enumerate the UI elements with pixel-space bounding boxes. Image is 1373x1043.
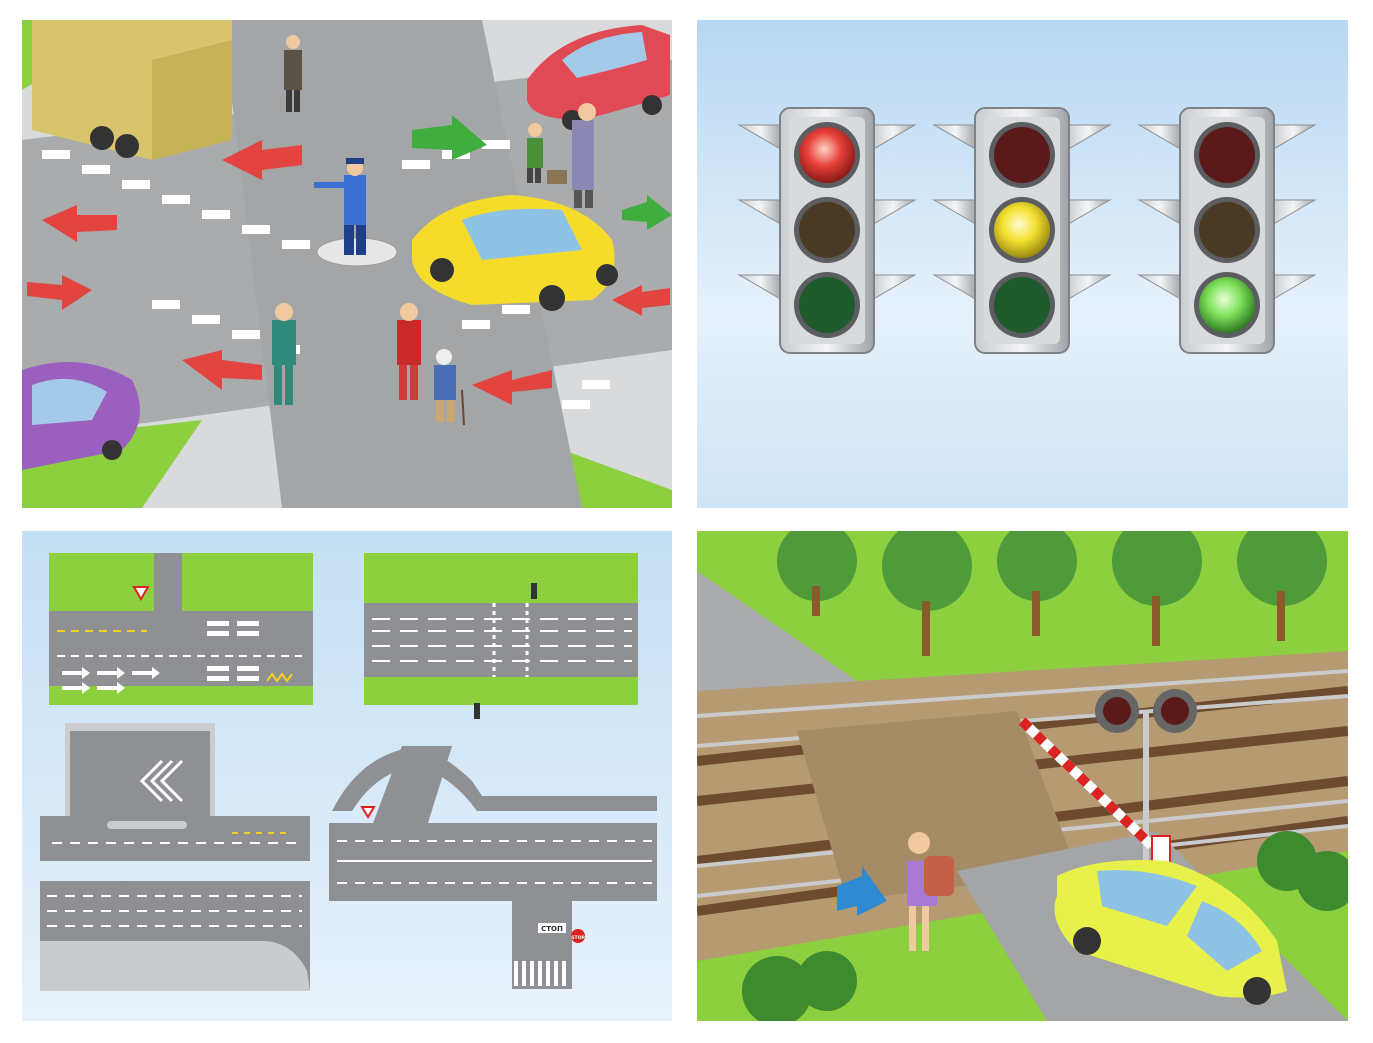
arrow-red-bottom-right-icon	[472, 370, 552, 405]
trees	[777, 531, 1327, 656]
railway-crossing-illustration	[697, 531, 1348, 1021]
traffic-light-red	[737, 107, 917, 354]
stop-sign-label: STOP	[571, 935, 585, 941]
pedestrian-businessman	[547, 103, 596, 208]
road-markings-illustration: СТОП STOP	[22, 531, 672, 1021]
direction-arrows	[27, 115, 672, 405]
traffic-light-yellow	[932, 107, 1112, 354]
lamp-red	[994, 127, 1050, 183]
yield-sign-small-icon	[360, 806, 376, 819]
railway-signal	[1095, 689, 1197, 871]
traffic-lights-illustration	[697, 20, 1348, 508]
intersection-scene-panel	[22, 20, 672, 508]
traffic-light-small-top-icon	[531, 583, 537, 599]
crossing-deck	[797, 711, 1077, 901]
arrow-red-bottom-icon	[182, 350, 262, 390]
lamp-red	[799, 127, 855, 183]
pedestrian-old-man-top	[284, 35, 302, 112]
intersection-illustration	[22, 20, 672, 508]
arrow-red-top-left-icon	[222, 140, 302, 180]
traffic-lights-panel	[697, 20, 1348, 508]
turnaround-diagram	[40, 723, 310, 861]
pedestrian-elderly	[434, 349, 465, 426]
signalized-road-diagram	[364, 553, 638, 719]
lane-arrows	[62, 667, 160, 694]
arrow-green-top-icon	[412, 115, 487, 160]
arrow-blue-icon	[837, 866, 887, 916]
crosswalk-bottom	[514, 961, 566, 986]
yield-sign-icon	[132, 586, 150, 601]
stop-line-label: СТОП	[541, 925, 563, 933]
complex-junction-diagram: СТОП STOP	[329, 746, 657, 989]
traffic-light-small-bottom-icon	[474, 703, 480, 719]
pedestrian-red-shirt	[397, 303, 421, 400]
arrow-red-left-icon	[42, 205, 117, 242]
girl-pedestrian	[907, 832, 954, 951]
pedestrian-green-shirt	[272, 303, 296, 405]
lamp-green	[994, 277, 1050, 333]
t-junction-diagram	[49, 553, 313, 705]
yellow-car	[412, 195, 618, 311]
road-markings-panel: СТОП STOP	[22, 531, 672, 1021]
purple-car	[22, 362, 140, 470]
arrow-green-right-icon	[622, 195, 672, 230]
pedestrian-child	[527, 123, 543, 183]
stop-line-label-box	[538, 923, 566, 933]
road-top-left	[697, 571, 857, 701]
truck	[32, 20, 232, 160]
multilane-road-diagram	[40, 881, 310, 991]
lamp-green	[1199, 277, 1255, 333]
yellow-car-crossing	[1054, 860, 1287, 1005]
lamp-yellow	[994, 202, 1050, 258]
lamp-red	[1199, 127, 1255, 183]
railway-crossing-panel	[697, 531, 1348, 1021]
lamp-yellow	[1199, 202, 1255, 258]
stop-sign-icon	[571, 929, 585, 943]
arrow-red-bottom-left-icon	[27, 275, 92, 310]
lamp-green	[799, 277, 855, 333]
traffic-police-officer	[314, 158, 398, 267]
traffic-light-green	[1137, 107, 1317, 354]
backpack-icon	[924, 856, 954, 896]
arrow-red-right-icon	[612, 285, 670, 316]
bushes	[742, 831, 1348, 1021]
lamp-yellow	[799, 202, 855, 258]
